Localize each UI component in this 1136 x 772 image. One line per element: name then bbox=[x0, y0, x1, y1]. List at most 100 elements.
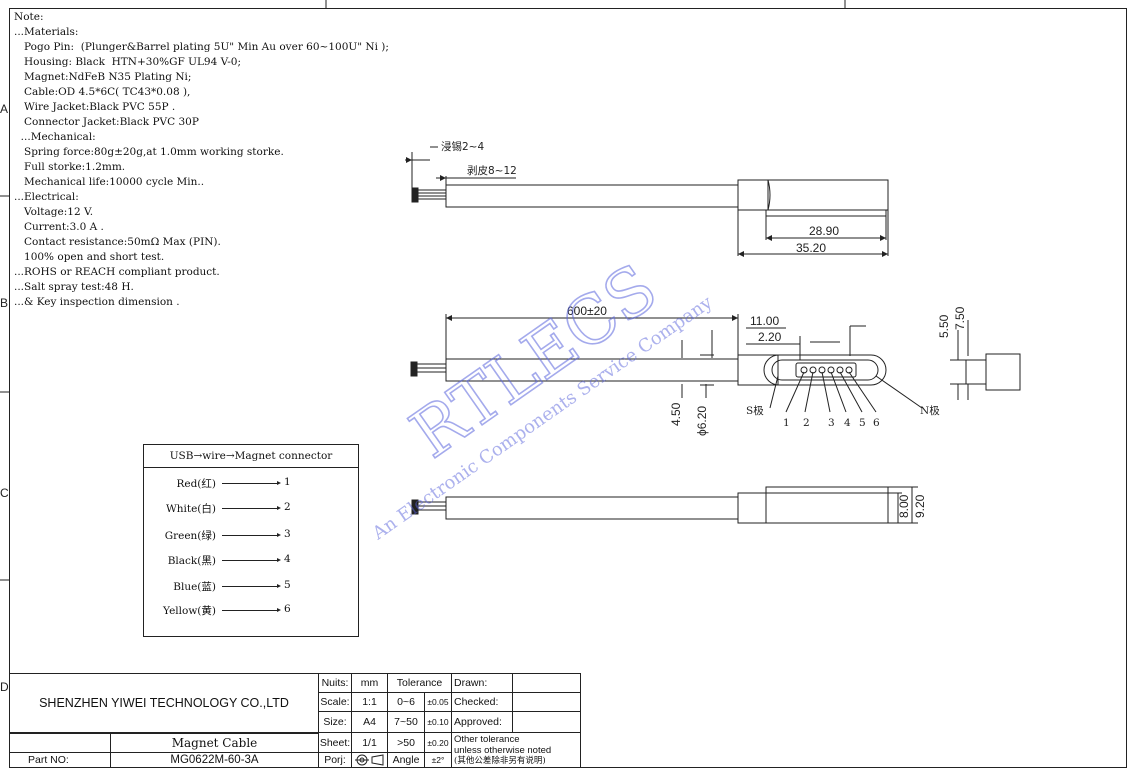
n-pole-label: N极 bbox=[920, 404, 940, 417]
dim-2-20: 2.20 bbox=[758, 330, 782, 344]
note-line: ...Electrical: bbox=[14, 191, 79, 203]
units-value: mm bbox=[351, 673, 388, 693]
approved-label: Approved: bbox=[451, 711, 513, 733]
note-line: 100% open and short test. bbox=[14, 251, 165, 263]
pin-label-1: 1 bbox=[783, 417, 790, 429]
tol-range: >50 bbox=[387, 732, 425, 753]
s-pole-label: S极 bbox=[746, 404, 764, 417]
scale-value: 1:1 bbox=[351, 692, 388, 712]
dim-9-20: 9.20 bbox=[913, 494, 927, 518]
product-name: Magnet Cable bbox=[110, 733, 319, 753]
zone-marker-c: C bbox=[0, 486, 9, 500]
pin-label-6: 6 bbox=[873, 417, 880, 429]
dim-6-20: ϕ6.20 bbox=[695, 406, 709, 436]
pin-number: 2 bbox=[284, 501, 291, 513]
size-value: A4 bbox=[351, 711, 388, 733]
legend-row: Red(红) 1 bbox=[144, 476, 360, 492]
zone-marker-a: A bbox=[0, 102, 9, 116]
units-label: Nuits: bbox=[318, 673, 352, 693]
zone-marker-b: B bbox=[0, 296, 9, 310]
dim-11-00: 11.00 bbox=[750, 314, 779, 328]
tol-range: 0~6 bbox=[387, 692, 425, 712]
projection-symbol-icon bbox=[351, 752, 388, 768]
wire-color: Red(红) bbox=[176, 478, 216, 490]
wire-color: Green(绿) bbox=[164, 530, 216, 542]
tol-range: 7~50 bbox=[387, 711, 425, 733]
pin-label-2: 2 bbox=[803, 417, 810, 429]
pin-label-5: 5 bbox=[859, 417, 866, 429]
angle-value: ±2° bbox=[424, 752, 452, 768]
tol-value: ±0.20 bbox=[424, 732, 452, 753]
tolerance-label: Tolerance bbox=[387, 673, 452, 693]
sheet-label: Sheet: bbox=[318, 732, 352, 753]
sheet-value: 1/1 bbox=[351, 732, 388, 753]
drawn-value[interactable] bbox=[512, 673, 581, 693]
proj-label: Porj: bbox=[318, 752, 352, 768]
leader-arrow bbox=[222, 608, 281, 612]
part-no: MG0622M-60-3A bbox=[110, 752, 319, 768]
leader-arrow bbox=[222, 584, 281, 588]
other-tol-line1: Other tolerance bbox=[454, 733, 520, 745]
note-line: Wire Jacket:Black PVC 55P . bbox=[14, 101, 176, 113]
dim-28-90: 28.90 bbox=[809, 224, 839, 238]
checked-label: Checked: bbox=[451, 692, 513, 712]
dim-8-00: 8.00 bbox=[897, 494, 911, 518]
leader-arrow bbox=[222, 506, 281, 510]
company-name: SHENZHEN YIWEI TECHNOLOGY CO.,LTD bbox=[9, 673, 319, 733]
wire-color-legend: USB→wire→Magnet connector Red(红)1 White(… bbox=[143, 444, 359, 637]
blank-cell bbox=[9, 733, 111, 753]
note-line: ...& Key inspection dimension . bbox=[14, 296, 180, 308]
size-label: Size: bbox=[318, 711, 352, 733]
pin-number: 1 bbox=[284, 476, 291, 488]
note-line: ...Salt spray test:48 H. bbox=[14, 281, 134, 293]
part-no-label: Part NO: bbox=[9, 752, 111, 768]
note-line: Voltage:12 V. bbox=[14, 206, 94, 218]
wire-color: Yellow(黄) bbox=[163, 605, 216, 617]
note-line: Current:3.0 A . bbox=[14, 221, 104, 233]
dim-strip: 剥皮8~12 bbox=[467, 164, 517, 177]
note-line: Pogo Pin: (Plunger&Barrel plating 5U" Mi… bbox=[14, 41, 389, 53]
leader-arrow bbox=[222, 558, 281, 562]
dim-length: 600±20 bbox=[567, 304, 607, 318]
pin-number: 6 bbox=[284, 603, 291, 615]
dim-7-50: 7.50 bbox=[953, 306, 967, 330]
note-line: Note: bbox=[14, 11, 44, 23]
note-line: Mechanical life:10000 cycle Min.. bbox=[14, 176, 205, 188]
note-line: ...Materials: bbox=[14, 26, 79, 38]
note-line: Magnet:NdFeB N35 Plating Ni; bbox=[14, 71, 192, 83]
dim-35-20: 35.20 bbox=[796, 241, 826, 255]
note-line: ...ROHS or REACH compliant product. bbox=[14, 266, 220, 278]
dim-tin: 浸锡2~4 bbox=[441, 140, 484, 153]
zone-marker-d: D bbox=[0, 680, 9, 694]
note-line: ...Mechanical: bbox=[14, 131, 96, 143]
legend-row: White(白)2 bbox=[144, 501, 360, 517]
pin-label-3: 3 bbox=[828, 417, 835, 429]
pin-number: 3 bbox=[284, 528, 291, 540]
dim-5-50: 5.50 bbox=[937, 314, 951, 338]
legend-row: Yellow(黄) 6 bbox=[144, 603, 360, 619]
checked-value[interactable] bbox=[512, 692, 581, 712]
angle-label: Angle bbox=[387, 752, 425, 768]
note-line: Full storke:1.2mm. bbox=[14, 161, 126, 173]
dim-4-50: 4.50 bbox=[669, 402, 683, 426]
leader-arrow bbox=[222, 481, 281, 485]
legend-row: Blue(蓝) 5 bbox=[144, 579, 360, 595]
legend-row: Black(黑)4 bbox=[144, 553, 360, 569]
wire-color: Blue(蓝) bbox=[173, 581, 216, 593]
pin-number: 5 bbox=[284, 579, 291, 591]
tol-value: ±0.05 bbox=[424, 692, 452, 712]
note-line: Spring force:80g±20g,at 1.0mm working st… bbox=[14, 146, 284, 158]
legend-row: Green(绿) 3 bbox=[144, 528, 360, 544]
note-line: Housing: Black HTN+30%GF UL94 V-0; bbox=[14, 56, 242, 68]
note-line: Connector Jacket:Black PVC 30P bbox=[14, 116, 199, 128]
note-line: Contact resistance:50mΩ Max (PIN). bbox=[14, 236, 221, 248]
notes-block: Note: ...Materials: Pogo Pin: (Plunger&Ba… bbox=[14, 10, 389, 310]
leader-arrow bbox=[222, 533, 281, 537]
pin-number: 4 bbox=[284, 553, 291, 565]
tol-value: ±0.10 bbox=[424, 711, 452, 733]
drawn-label: Drawn: bbox=[451, 673, 513, 693]
scale-label: Scale: bbox=[318, 692, 352, 712]
approved-value[interactable] bbox=[512, 711, 581, 733]
